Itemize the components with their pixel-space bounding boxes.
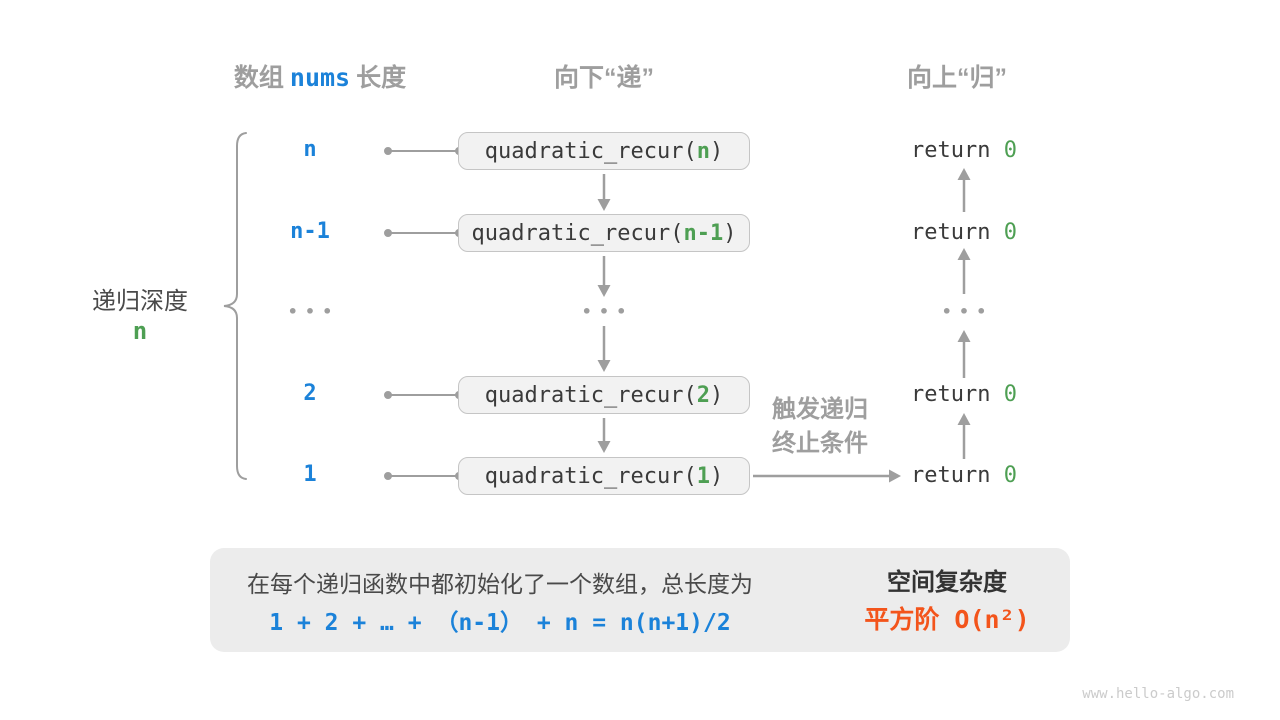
depth-row-2: 2 — [303, 381, 317, 406]
return-keyword: return — [911, 463, 1004, 488]
space-complexity-title: 空间复杂度 — [887, 569, 1007, 596]
return-value: 0 — [1003, 382, 1017, 407]
trigger-annotation: 触发递归 终止条件 — [742, 393, 898, 461]
return-keyword: return — [911, 220, 1004, 245]
summary-formula: 1 + 2 + … + （n-1） + n = n(n+1)/2 — [269, 610, 731, 636]
depth-row-1: 1 — [303, 462, 317, 487]
call-prefix: quadratic_recur( — [484, 138, 697, 164]
header-upward: 向上“归” — [906, 64, 1007, 92]
call-box-2: quadratic_recur(2) — [458, 376, 750, 414]
call-prefix: quadratic_recur( — [484, 382, 697, 408]
return-row-5: return 0 — [884, 463, 1044, 488]
left-brace-icon — [223, 132, 247, 480]
return-value: 0 — [1003, 138, 1017, 163]
header-array-suffix: 长度 — [356, 64, 407, 92]
depth-row-n: n — [303, 137, 317, 162]
summary-panel: 在每个递归函数中都初始化了一个数组，总长度为 1 + 2 + … + （n-1）… — [210, 548, 1070, 652]
call-box-n: quadratic_recur(n) — [458, 132, 750, 170]
summary-text: 在每个递归函数中都初始化了一个数组，总长度为 — [247, 571, 753, 597]
depth-label: 递归深度 — [92, 288, 188, 315]
call-box-n1: quadratic_recur(n-1) — [458, 214, 750, 252]
return-keyword: return — [911, 382, 1004, 407]
return-keyword: return — [911, 138, 1004, 163]
call-arg: n-1 — [683, 220, 724, 246]
return-row-2: return 0 — [884, 220, 1044, 245]
call-prefix: quadratic_recur( — [484, 463, 697, 489]
return-row-4: return 0 — [884, 382, 1044, 407]
header-array-prefix: 数组 — [233, 64, 284, 92]
trigger-line-1: 触发递归 — [772, 396, 868, 423]
call-arg: n — [696, 138, 710, 164]
return-row-1: return 0 — [884, 138, 1044, 163]
header-downward: 向下“递” — [553, 64, 654, 92]
depth-row-n1: n-1 — [290, 219, 330, 244]
row-connectors — [384, 147, 463, 480]
return-value: 0 — [1003, 220, 1017, 245]
call-prefix: quadratic_recur( — [471, 220, 684, 246]
space-complexity-value: 平方阶 O(n²) — [864, 605, 1030, 634]
call-arg: 2 — [696, 382, 710, 408]
call-suffix: ) — [709, 463, 724, 489]
header-nums-code: nums — [289, 63, 351, 92]
call-suffix: ) — [709, 138, 724, 164]
watermark: www.hello-algo.com — [1082, 686, 1234, 702]
depth-ellipsis: ••• — [287, 302, 340, 321]
call-box-1: quadratic_recur(1) — [458, 457, 750, 495]
return-ellipsis: ••• — [941, 302, 994, 321]
base-case-arrow-icon — [753, 469, 901, 483]
call-arg: 1 — [696, 463, 710, 489]
call-suffix: ) — [709, 382, 724, 408]
call-suffix: ) — [723, 220, 737, 246]
depth-value: n — [132, 317, 148, 345]
trigger-line-2: 终止条件 — [772, 430, 868, 457]
call-ellipsis: ••• — [581, 302, 634, 321]
return-value: 0 — [1003, 463, 1017, 488]
